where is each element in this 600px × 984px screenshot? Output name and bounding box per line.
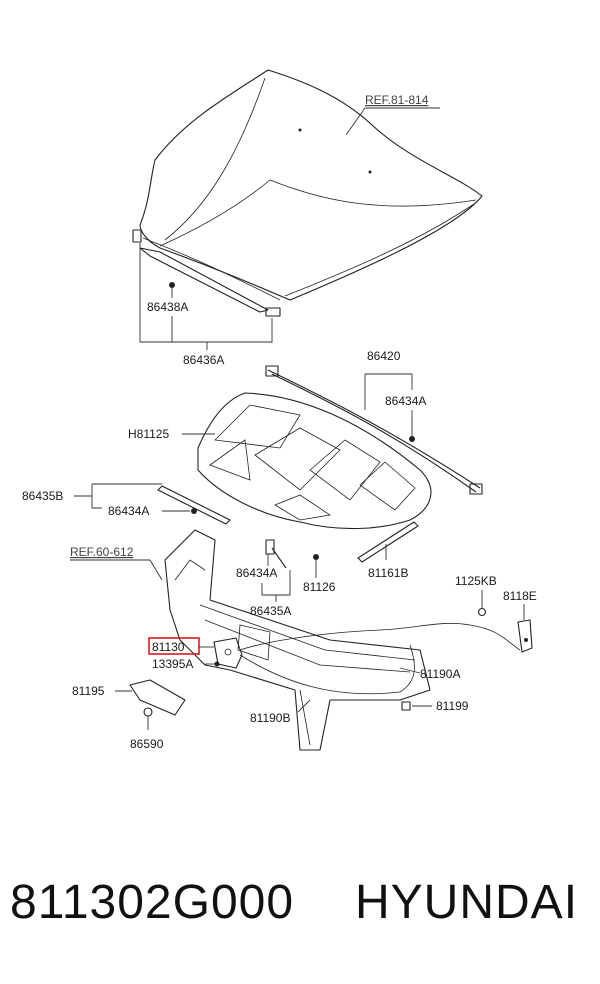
label-81161b: 81161B [368, 566, 408, 580]
highlight-81130 [148, 637, 200, 655]
label-81199: 81199 [436, 699, 469, 713]
label-86435a: 86435A [250, 604, 291, 618]
label-8118e: 8118E [503, 589, 537, 603]
label-86438a: 86438A [147, 300, 188, 314]
part-number: 811302G000 [10, 876, 295, 929]
hood-release-handle [517, 619, 533, 653]
label-86590: 86590 [130, 737, 164, 751]
brand-name: HYUNDAI [355, 876, 579, 929]
label-81130: 81130 [152, 640, 185, 654]
hood-seal-strip [132, 229, 281, 317]
label-81190a: 81190A [420, 667, 460, 681]
label-86420: 86420 [367, 349, 401, 363]
label-13395a: 13395A [152, 657, 193, 671]
label-86436a: 86436A [183, 353, 224, 367]
label-h81125: H81125 [128, 427, 169, 441]
label-86434a-mid: 86434A [236, 566, 277, 580]
label-86434a-left: 86434A [108, 504, 149, 518]
label-86435b: 86435B [22, 489, 63, 503]
hood-insulator-pad [197, 392, 432, 530]
label-1125kb: 1125KB [455, 574, 497, 588]
label-81190b: 81190B [250, 711, 290, 725]
ref-carrier: REF.60-612 [70, 545, 134, 559]
caption: 811302G000 HYUNDAI [0, 875, 600, 945]
hood-latch [213, 637, 243, 669]
label-81126: 81126 [303, 580, 336, 594]
ref-hood: REF.81-814 [365, 93, 429, 107]
front-end-carrier [164, 529, 431, 751]
parts-diagram: REF.81-814 86438A 86436A 86420 86434A H8… [22, 69, 537, 751]
label-86434a-right: 86434A [385, 394, 426, 408]
hood-panel [139, 69, 483, 301]
label-81195: 81195 [72, 684, 105, 698]
